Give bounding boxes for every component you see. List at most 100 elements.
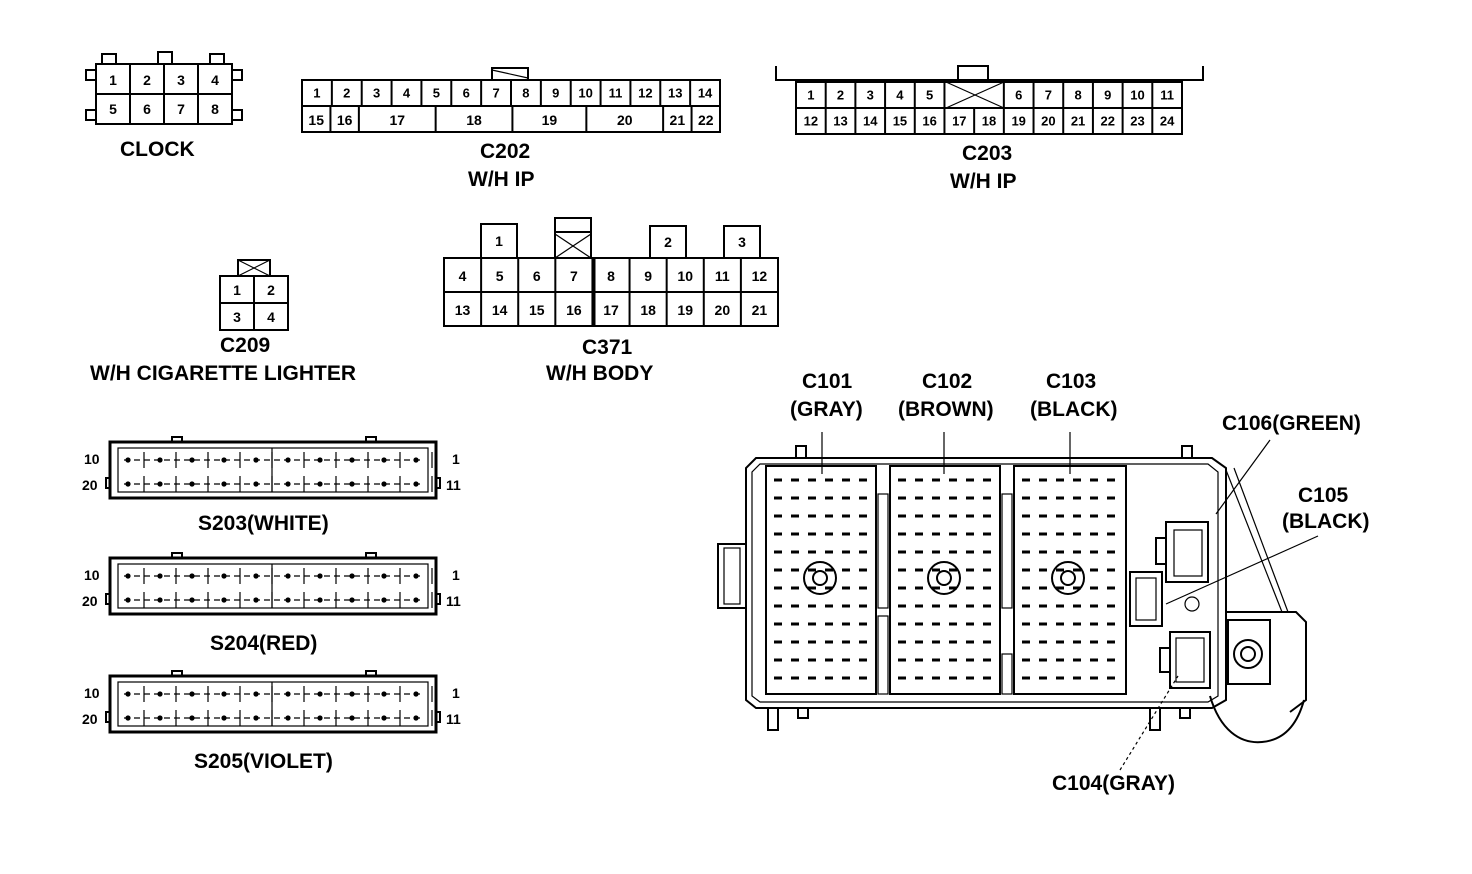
c203-pin-21: 21 bbox=[1071, 114, 1085, 129]
c203-label: C203 bbox=[962, 142, 1012, 165]
s204-pin-10: 10 bbox=[84, 567, 100, 583]
c202-sublabel: W/H IP bbox=[468, 168, 535, 191]
c203-pin-18: 18 bbox=[982, 114, 996, 129]
c202-label: C202 bbox=[480, 140, 530, 163]
c371-label: C371 bbox=[582, 336, 633, 359]
c371-pin-17: 17 bbox=[603, 302, 619, 318]
c103-label: C103 bbox=[1046, 370, 1096, 393]
c202-pin-2: 2 bbox=[343, 86, 350, 101]
c203-pin-3: 3 bbox=[867, 88, 874, 103]
s203-pin-11: 11 bbox=[446, 477, 461, 493]
c371-pin-9: 9 bbox=[644, 268, 652, 284]
clock-label: CLOCK bbox=[120, 138, 195, 161]
c203-pin-24: 24 bbox=[1160, 114, 1175, 129]
s205-pin-11: 11 bbox=[446, 711, 461, 727]
c203-pin-11: 11 bbox=[1160, 88, 1174, 103]
c203-pin-9: 9 bbox=[1104, 88, 1111, 103]
c202-pin-4: 4 bbox=[403, 86, 411, 101]
c202-pin-20: 20 bbox=[617, 112, 633, 128]
c105-label: C105 bbox=[1298, 484, 1349, 507]
clock-pin-5: 5 bbox=[109, 101, 117, 117]
c371-pin-13: 13 bbox=[455, 302, 471, 318]
c202-pin-1: 1 bbox=[313, 86, 320, 101]
c103-color: (BLACK) bbox=[1030, 398, 1117, 421]
c202-pin-18: 18 bbox=[466, 112, 482, 128]
c202-pin-5: 5 bbox=[433, 86, 440, 101]
c203-sublabel: W/H IP bbox=[950, 170, 1017, 193]
c202-pin-3: 3 bbox=[373, 86, 380, 101]
c203-pin-5: 5 bbox=[926, 88, 933, 103]
s205-label: S205(VIOLET) bbox=[194, 750, 333, 773]
s203-label: S203(WHITE) bbox=[198, 512, 329, 535]
s204-pin-20: 20 bbox=[82, 593, 98, 609]
c371-sublabel: W/H BODY bbox=[546, 362, 653, 385]
c203-pin-6: 6 bbox=[1015, 88, 1022, 103]
c101-color: (GRAY) bbox=[790, 398, 863, 421]
c203-pin-23: 23 bbox=[1130, 114, 1144, 129]
c371-pin-4: 4 bbox=[459, 268, 467, 284]
c209-connector: 1 2 3 4 bbox=[219, 259, 289, 331]
c101-label: C101 bbox=[802, 370, 853, 393]
c106-label: C106(GREEN) bbox=[1222, 412, 1361, 435]
c102-label: C102 bbox=[922, 370, 972, 393]
clock-pin-1: 1 bbox=[109, 72, 117, 88]
clock-pin-4: 4 bbox=[211, 72, 219, 88]
c202-pin-6: 6 bbox=[463, 86, 470, 101]
c202-pin-14: 14 bbox=[698, 86, 713, 101]
clock-connector: 1 2 3 4 5 6 7 8 bbox=[85, 51, 243, 125]
c203-pin-10: 10 bbox=[1130, 88, 1144, 103]
c371-pin-15: 15 bbox=[529, 302, 545, 318]
c105-color: (BLACK) bbox=[1282, 510, 1369, 533]
clock-pin-7: 7 bbox=[177, 101, 185, 117]
c371-pin-12: 12 bbox=[752, 268, 768, 284]
c371-pin-21: 21 bbox=[752, 302, 768, 318]
s204-pin-11: 11 bbox=[446, 593, 461, 609]
c202-pin-8: 8 bbox=[522, 86, 529, 101]
s205-pin-1: 1 bbox=[452, 685, 460, 701]
c371-pin-1: 1 bbox=[495, 233, 503, 249]
c202-pin-12: 12 bbox=[638, 86, 652, 101]
c203-pin-14: 14 bbox=[863, 114, 878, 129]
s203-pin-1: 1 bbox=[452, 451, 460, 467]
c104-label: C104(GRAY) bbox=[1052, 772, 1175, 795]
s205-pin-20: 20 bbox=[82, 711, 98, 727]
c203-pin-17: 17 bbox=[952, 114, 966, 129]
c202-pin-21: 21 bbox=[670, 112, 686, 128]
c202-pin-15: 15 bbox=[308, 112, 324, 128]
c203-pin-8: 8 bbox=[1074, 88, 1081, 103]
c203-pin-22: 22 bbox=[1101, 114, 1115, 129]
c209-pin-4: 4 bbox=[267, 309, 275, 325]
c202-pin-13: 13 bbox=[668, 86, 682, 101]
c203-pin-19: 19 bbox=[1011, 114, 1025, 129]
c202-pin-17: 17 bbox=[389, 112, 405, 128]
junction-block bbox=[717, 445, 1307, 744]
c371-pin-6: 6 bbox=[533, 268, 541, 284]
c371-pin-3: 3 bbox=[738, 234, 746, 250]
c371-pin-18: 18 bbox=[640, 302, 656, 318]
c203-pin-4: 4 bbox=[896, 88, 904, 103]
c371-pin-11: 11 bbox=[715, 268, 730, 284]
c102-color: (BROWN) bbox=[898, 398, 994, 421]
c371-pin-10: 10 bbox=[677, 268, 693, 284]
c202-pin-16: 16 bbox=[337, 112, 353, 128]
c209-pin-3: 3 bbox=[233, 309, 241, 325]
c202-pin-22: 22 bbox=[698, 112, 714, 128]
s205-pin-10: 10 bbox=[84, 685, 100, 701]
c209-pin-2: 2 bbox=[267, 282, 275, 298]
clock-pin-6: 6 bbox=[143, 101, 151, 117]
c209-sublabel: W/H CIGARETTE LIGHTER bbox=[90, 362, 356, 385]
c371-pin-14: 14 bbox=[492, 302, 508, 318]
c202-pin-19: 19 bbox=[542, 112, 558, 128]
c371-pin-7: 7 bbox=[570, 268, 578, 284]
c202-pin-7: 7 bbox=[492, 86, 499, 101]
c203-pin-12: 12 bbox=[804, 114, 818, 129]
c371-pin-19: 19 bbox=[677, 302, 693, 318]
c203-pin-20: 20 bbox=[1041, 114, 1055, 129]
s204-pin-1: 1 bbox=[452, 567, 460, 583]
